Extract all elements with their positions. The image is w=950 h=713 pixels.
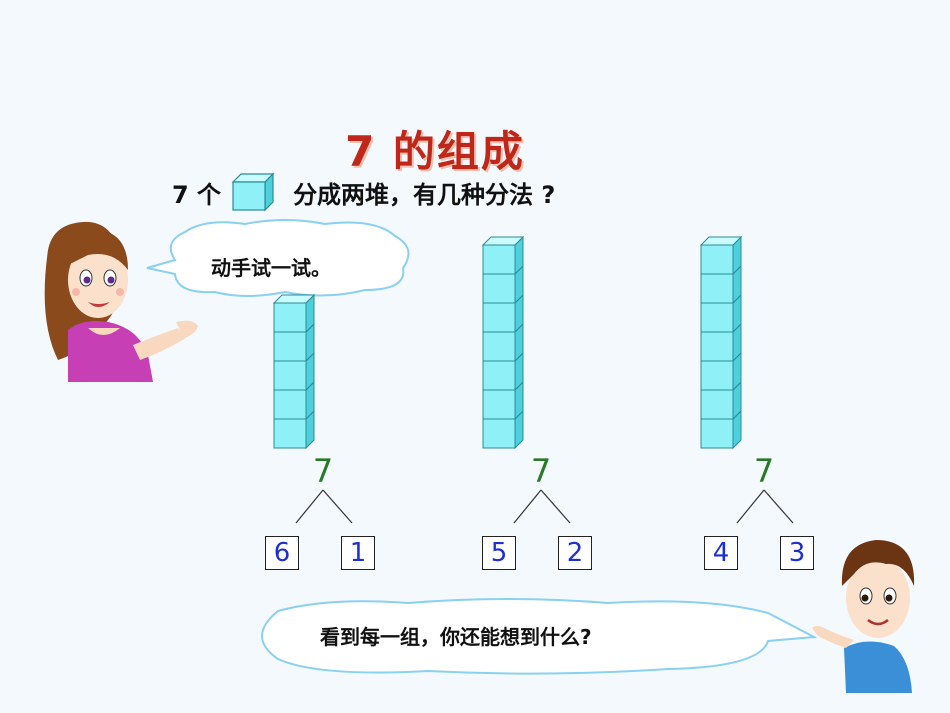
cube-icon: [699, 235, 743, 276]
cube-icon: [482, 351, 524, 392]
cube-icon: [482, 409, 524, 450]
group-1-right-part: 1: [341, 536, 375, 570]
slide-title: 7 的组成: [345, 127, 525, 176]
cube-icon: [700, 409, 742, 450]
question-suffix: 分成两堆，有几种分法 ?: [293, 180, 556, 209]
cube-icon: [482, 322, 524, 363]
cube-icon: [231, 172, 275, 212]
teacher-speech-text: 动手试一试。: [211, 256, 331, 280]
student-speech-bubble: [261, 598, 818, 675]
group-3-right-part: 3: [780, 536, 814, 570]
cube-tower-1: [272, 293, 316, 450]
cube-icon: [272, 293, 316, 334]
group-1-left-part: 6: [265, 536, 299, 570]
student-figure: [812, 540, 915, 693]
cube-icon: [482, 293, 524, 334]
cube-icon: [273, 322, 315, 363]
group-2-total: 7: [530, 452, 552, 490]
cube-tower-3: [699, 235, 743, 450]
teacher-speech-bubble: [146, 219, 410, 297]
group-3-total: 7: [753, 452, 775, 490]
teacher-figure: [44, 221, 198, 382]
question-prefix: 7 个: [172, 180, 222, 209]
group-1-total: 7: [312, 452, 334, 490]
cube-tower-2: [481, 235, 525, 450]
student-speech-text: 看到每一组，你还能想到什么?: [320, 625, 592, 649]
cube-icon: [700, 264, 742, 305]
cube-icon: [481, 235, 525, 276]
group-2-right-part: 2: [558, 536, 592, 570]
question-line: 7 个 分成两堆，有几种分法 ?: [172, 172, 555, 212]
group-3-left-part: 4: [704, 536, 738, 570]
cube-icon: [273, 351, 315, 392]
cube-icon: [700, 293, 742, 334]
group-2-left-part: 5: [482, 536, 516, 570]
